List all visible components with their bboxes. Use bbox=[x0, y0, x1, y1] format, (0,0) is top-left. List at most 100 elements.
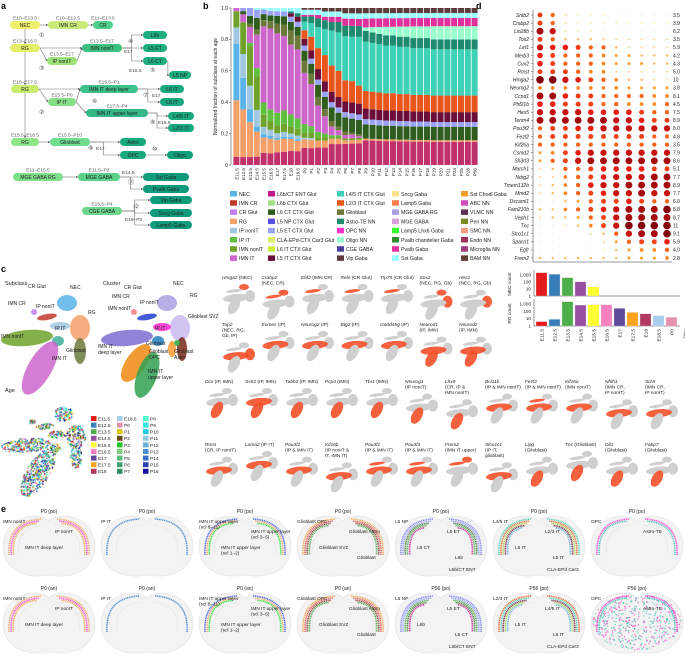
expression-dot bbox=[549, 101, 556, 107]
expression-dot bbox=[652, 134, 657, 139]
cell-dot bbox=[642, 598, 644, 600]
expression-dot bbox=[652, 256, 656, 260]
section-annotation: L4/5 IT bbox=[545, 606, 560, 612]
bar-segment-imn-it bbox=[233, 8, 240, 12]
expression-dot bbox=[575, 142, 581, 147]
lineage-node bbox=[78, 173, 120, 181]
cell-dot bbox=[669, 637, 671, 639]
cell-dot bbox=[664, 622, 667, 624]
expression-dot bbox=[614, 101, 619, 107]
bar-segment-l2-3-it-ctx-glut bbox=[362, 90, 369, 109]
umap-background bbox=[342, 388, 352, 394]
max-value: 5.1 bbox=[673, 167, 680, 173]
lineage-node bbox=[82, 207, 122, 215]
cell-dot bbox=[643, 615, 645, 617]
gene-umap-label: Crabp2(NEC, CR) bbox=[262, 275, 285, 287]
gene-label: Pou3f2 bbox=[513, 126, 529, 132]
bar-segment-imn-nonit bbox=[233, 11, 240, 28]
bar-segment-vip-gaba bbox=[362, 8, 369, 14]
expression-dot bbox=[614, 54, 618, 57]
section-detail bbox=[214, 524, 276, 554]
bar-segment-endo-nn bbox=[233, 156, 240, 165]
umap-background bbox=[250, 464, 264, 482]
age-legend-swatch bbox=[117, 449, 123, 454]
legend-label: L5 IT CTX Glut bbox=[277, 256, 312, 262]
age-cell bbox=[67, 441, 70, 444]
bar-segment-l5-et-ctx-glut bbox=[281, 11, 288, 17]
age-cell bbox=[41, 470, 44, 473]
age-cell bbox=[28, 492, 31, 495]
legend-swatch bbox=[461, 255, 468, 261]
cell-dot bbox=[638, 634, 641, 637]
expression-dot bbox=[588, 101, 594, 107]
bar-segment-l5-it-ctx-glut bbox=[396, 110, 403, 122]
age-cell bbox=[42, 477, 45, 480]
age-cell bbox=[38, 455, 40, 458]
cell-distribution-arc bbox=[555, 604, 572, 633]
cell-dot bbox=[631, 639, 633, 641]
count-bar bbox=[613, 308, 626, 327]
gene-umap bbox=[286, 456, 318, 487]
section-outline bbox=[100, 592, 194, 654]
gene-umap bbox=[486, 462, 518, 493]
lineage-node bbox=[10, 21, 40, 29]
expression-dot bbox=[563, 191, 568, 196]
bar-segment-endo-nn bbox=[321, 147, 328, 165]
cell-distribution-arc bbox=[350, 595, 384, 633]
bar-segment-vip-gaba bbox=[423, 8, 430, 14]
gene-umap bbox=[246, 388, 278, 419]
expression-dot bbox=[601, 134, 606, 139]
cell-dot bbox=[670, 604, 673, 606]
umap-background bbox=[464, 303, 478, 320]
bar-segment-pvalb-gaba bbox=[328, 16, 335, 22]
count-bar bbox=[535, 272, 548, 297]
lineage-age-label: E13.5–E17 bbox=[90, 39, 114, 45]
age-cell bbox=[79, 436, 82, 439]
cluster-umap bbox=[101, 295, 190, 398]
x-tick-label: P12 bbox=[384, 168, 389, 177]
expression-dot bbox=[576, 216, 580, 219]
legend-swatch bbox=[461, 191, 468, 197]
cell-dot bbox=[645, 612, 647, 615]
cluster-label: Glioblast bbox=[174, 349, 194, 355]
cell-dot bbox=[592, 623, 595, 626]
age-cell bbox=[31, 448, 34, 450]
cell-distribution-arc bbox=[59, 520, 88, 556]
umap-background bbox=[324, 290, 334, 302]
bar-segment-rg bbox=[321, 140, 328, 148]
cell-dot bbox=[606, 630, 608, 632]
gene-cell-types: (IMN IT upper) bbox=[445, 448, 477, 454]
age-cell bbox=[17, 440, 19, 443]
age-cell bbox=[45, 450, 48, 452]
cell-dot bbox=[663, 635, 665, 637]
cell-dot bbox=[622, 620, 625, 622]
x-tick-label: P14 bbox=[398, 168, 403, 177]
umap-background bbox=[570, 407, 584, 424]
legend-label: RG bbox=[239, 219, 247, 225]
age-cell bbox=[5, 450, 8, 453]
expression-dot bbox=[588, 134, 594, 139]
bar-segment-astro-te-nn bbox=[444, 39, 451, 50]
max-value: 5.9 bbox=[673, 240, 680, 246]
section-annotation: IMN IT upper layer bbox=[199, 519, 239, 525]
expression-dot bbox=[614, 231, 619, 236]
age-cell bbox=[59, 448, 62, 451]
umap-cluster bbox=[131, 309, 137, 315]
age-cell bbox=[32, 448, 35, 451]
cell-dot bbox=[619, 628, 621, 630]
umap-background bbox=[628, 405, 638, 418]
cell-distribution-arc bbox=[255, 520, 284, 556]
cell-dot bbox=[613, 626, 615, 629]
age-cell bbox=[65, 407, 68, 410]
section-title: P0 (an) bbox=[139, 586, 156, 592]
expression-dot bbox=[562, 76, 569, 83]
expression-dot bbox=[614, 77, 619, 82]
expression-dot bbox=[539, 225, 541, 227]
expression-dot bbox=[562, 109, 569, 116]
age-cell bbox=[26, 480, 28, 483]
expression-dot bbox=[601, 53, 606, 58]
bar-segment-l5-et-ctx-glut bbox=[369, 119, 376, 125]
bar-segment-l5-et-ctx-glut bbox=[410, 121, 417, 127]
expression-dot bbox=[650, 173, 658, 181]
